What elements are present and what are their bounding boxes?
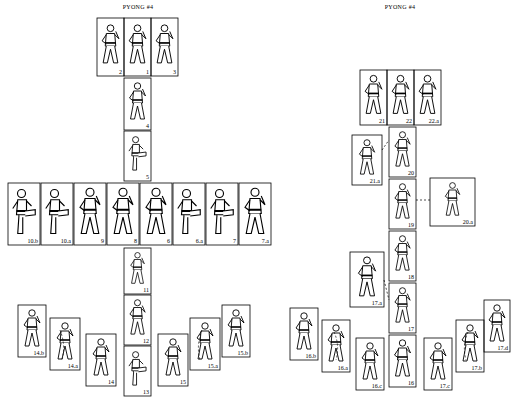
callout-number: 21.a xyxy=(369,178,380,184)
callout-number: 15.a xyxy=(207,363,218,369)
callout-number: 12 xyxy=(143,338,150,344)
callout-number: 22 xyxy=(406,118,413,124)
callout-number: 2 xyxy=(119,69,123,75)
callout-number: 5 xyxy=(146,174,150,180)
callout-number: 14.a xyxy=(67,363,78,369)
callout-number: 17.a xyxy=(371,300,382,306)
callout-number: 20.a xyxy=(462,219,473,225)
callout-number: 16.c xyxy=(371,383,382,389)
callout-number: 21 xyxy=(379,118,386,124)
page-title: PYONG #4 xyxy=(385,4,416,10)
callout-number: 17.d xyxy=(497,345,509,351)
callout-number: 10.a xyxy=(60,238,71,244)
callout-number: 18 xyxy=(408,274,415,280)
callout-number: 16.a xyxy=(337,365,348,371)
callout-number: 4 xyxy=(146,123,150,129)
callout-number: 6.a xyxy=(195,238,203,244)
callout-number: 11 xyxy=(143,287,150,293)
callout-number: 17 xyxy=(408,326,415,332)
callout-number: 19 xyxy=(408,222,415,228)
callout-number: 3 xyxy=(173,69,177,75)
callout-number: 14.b xyxy=(33,350,45,356)
callout-number: 1 xyxy=(146,69,150,75)
callout-number: 8 xyxy=(134,238,138,244)
page-title: PYONG #4 xyxy=(123,4,154,10)
callout-number: 16 xyxy=(408,380,415,386)
callout-number: 22.a xyxy=(428,118,439,124)
callout-number: 17.b xyxy=(471,365,483,371)
callout-number: 15.b xyxy=(237,350,249,356)
callout-number: 7.a xyxy=(261,238,269,244)
movement-paths xyxy=(60,140,468,360)
callout-number: 6 xyxy=(167,238,171,244)
callout-number: 15 xyxy=(180,379,187,385)
callout-number: 9 xyxy=(101,238,105,244)
callout-number: 13 xyxy=(143,389,150,395)
callout-number: 20 xyxy=(408,170,415,176)
callout-number: 16.b xyxy=(305,353,317,359)
callout-number: 10.b xyxy=(27,238,39,244)
callout-number: 14 xyxy=(108,379,115,385)
figure-boxes xyxy=(8,18,510,396)
callout-number: 17.c xyxy=(439,383,450,389)
callout-number: 7 xyxy=(233,238,237,244)
